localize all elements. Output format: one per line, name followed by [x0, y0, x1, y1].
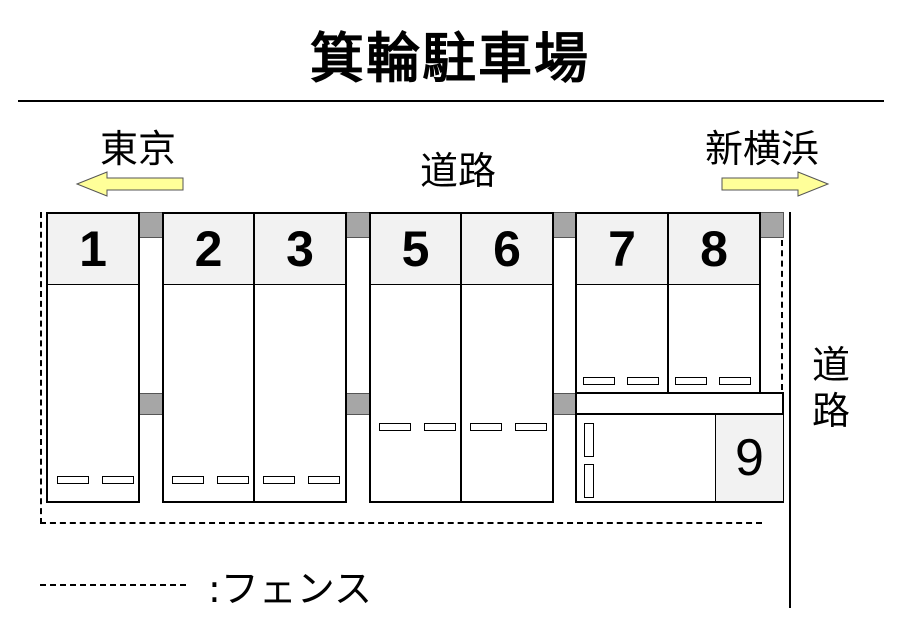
- stall-number: 7: [577, 214, 667, 285]
- stall-number: 6: [462, 214, 552, 285]
- pillar: [139, 212, 163, 238]
- pillar: [553, 393, 577, 415]
- stall-number: 1: [48, 214, 138, 285]
- wheel-stop: [583, 377, 615, 385]
- wheel-stop: [102, 476, 134, 484]
- parking-stall-3[interactable]: 3: [253, 212, 347, 503]
- pillar: [553, 212, 577, 238]
- title-underline: [18, 100, 884, 102]
- road-edge-line: [789, 212, 791, 608]
- pillar: [139, 393, 163, 415]
- stall-number: 3: [255, 214, 345, 285]
- parking-stall-6[interactable]: 6: [460, 212, 554, 503]
- wheel-stop: [719, 377, 751, 385]
- wheel-stop: [675, 377, 707, 385]
- wheel-stop: [515, 423, 547, 431]
- parking-stall-7[interactable]: 7: [575, 212, 669, 394]
- arrow-right-icon: [721, 171, 830, 197]
- road-label-top: 道路: [420, 149, 497, 193]
- arrow-left-icon: [75, 171, 184, 197]
- passage: [575, 392, 784, 415]
- road-label-side: 道路: [812, 343, 851, 433]
- wheel-stop: [424, 423, 456, 431]
- wheel-stop: [57, 476, 89, 484]
- fence-left: [40, 212, 42, 524]
- pillar: [760, 212, 784, 238]
- parking-stall-2[interactable]: 2: [162, 212, 255, 503]
- wheel-stop: [172, 476, 204, 484]
- wheel-stop: [379, 423, 411, 431]
- stall-number: 9: [715, 415, 783, 501]
- stall-number: 8: [669, 214, 759, 285]
- parking-stall-1[interactable]: 1: [46, 212, 140, 503]
- wheel-stop: [263, 476, 295, 484]
- direction-shin-yokohama-label: 新横浜: [705, 127, 820, 171]
- parking-stall-8[interactable]: 8: [667, 212, 761, 394]
- wheel-stop: [627, 377, 659, 385]
- wheel-stop: [584, 464, 594, 498]
- stall-number: 5: [371, 214, 460, 285]
- parking-stall-5[interactable]: 5: [369, 212, 462, 503]
- wheel-stop: [217, 476, 249, 484]
- fence-bottom: [40, 522, 762, 524]
- stall-number: 2: [164, 214, 253, 285]
- legend-label: :フェンス: [208, 567, 373, 611]
- page-title: 箕輪駐車場: [310, 27, 590, 90]
- direction-tokyo-label: 東京: [100, 127, 177, 171]
- wheel-stop: [308, 476, 340, 484]
- wheel-stop: [584, 423, 594, 457]
- legend-fence-symbol: [40, 584, 186, 586]
- wheel-stop: [470, 423, 502, 431]
- pillar: [346, 393, 370, 415]
- parking-stall-9[interactable]: 9: [575, 413, 784, 503]
- fence-right: [781, 240, 783, 390]
- pillar: [346, 212, 370, 238]
